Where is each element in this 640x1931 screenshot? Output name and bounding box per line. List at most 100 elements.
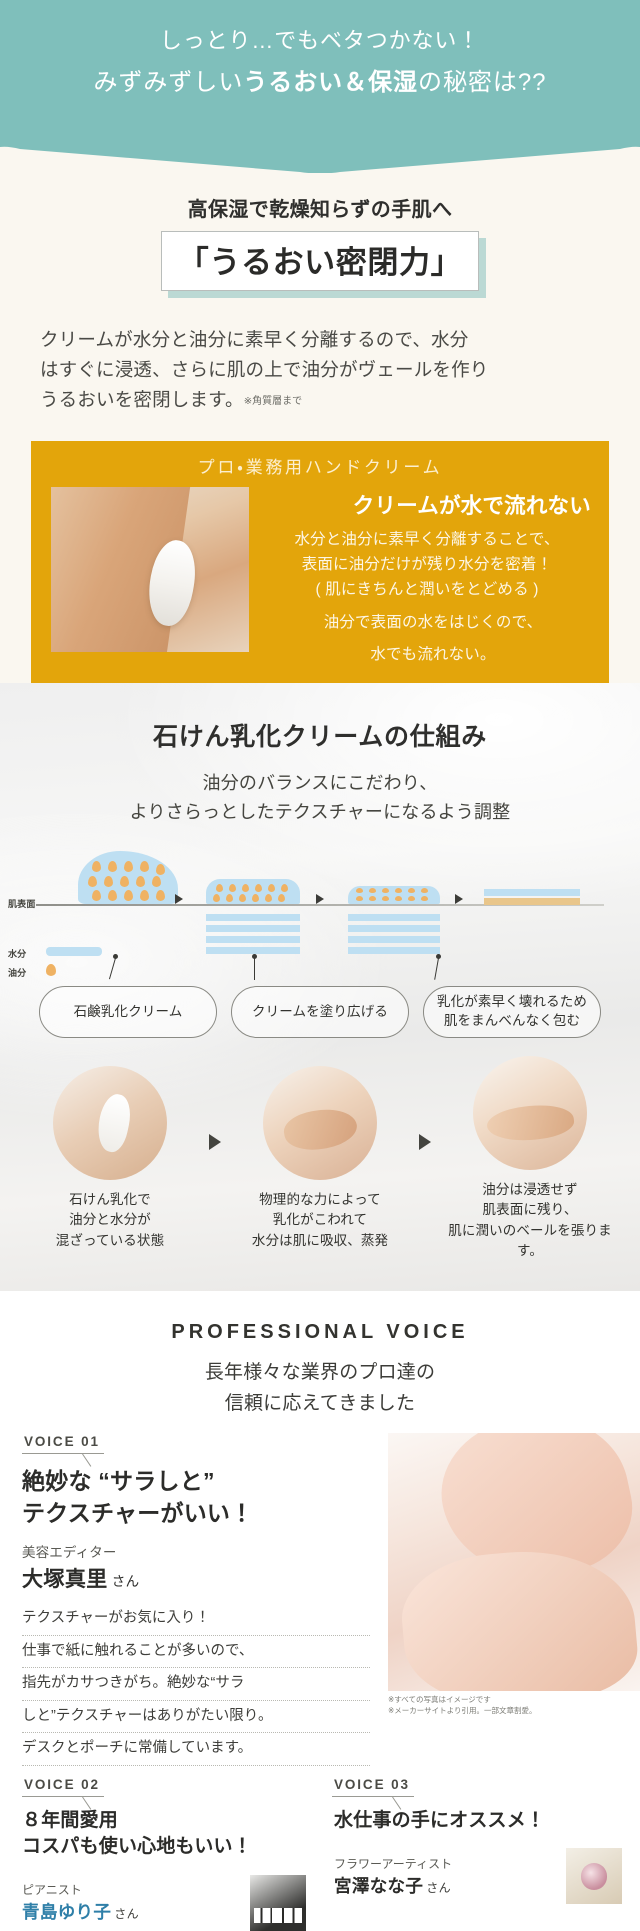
skin-surface-line xyxy=(36,904,604,907)
uruoi-body-line-3: うるおいを密閉します。※角質層まで xyxy=(40,385,600,415)
photo-arrow-1 xyxy=(209,1133,221,1150)
voice-03-block: VOICE 03 水仕事の手にオススメ！ フラワーアーティスト 宮澤なな子さん xyxy=(320,1776,640,1931)
voice-02-name-suffix: さん xyxy=(114,1907,139,1922)
photo-arrow-2 xyxy=(419,1133,431,1150)
voice-02-name-text: 青島ゆり子 xyxy=(22,1902,112,1923)
voice-01-credit-line-2: ※メーカーサイトより引用。一部文章割愛。 xyxy=(388,1706,537,1716)
voice-01-name-suffix: さん xyxy=(111,1574,140,1590)
mechanism-section: 石けん乳化クリームの仕組み 油分のバランスにこだわり、 よりさらっとしたテクスチ… xyxy=(0,683,640,1291)
voice-02-meta: ピアニスト 青島ゆり子さん xyxy=(22,1874,306,1931)
voice-01-body-line-3: 指先がカサつきがち。絶妙な“サラ xyxy=(22,1668,370,1701)
voice-01-body-line-5: デスクとポーチに常備しています。 xyxy=(22,1733,370,1766)
voice-01-text: VOICE 01 絶妙な “サラしと” テクスチャーがいい！ 美容エディター 大… xyxy=(22,1433,374,1766)
voice-03-headline: 水仕事の手にオススメ！ xyxy=(334,1808,622,1835)
voice-03-badge-wrap: VOICE 03 xyxy=(332,1776,622,1797)
hero-banner: しっとり…でもベタつかない！ みずみずしいうるおい＆保湿の秘密は?? xyxy=(0,0,640,174)
voice-03-badge-label: VOICE 03 xyxy=(334,1776,410,1792)
connector-line-1 xyxy=(108,958,116,980)
voice-01-photo-hands xyxy=(388,1432,640,1691)
voice-02-thumbnail-piano xyxy=(250,1874,306,1931)
voice-01-badge-rule xyxy=(22,1452,104,1454)
voice-01-name: 大塚真里さん xyxy=(22,1563,370,1593)
connector-dot-3 xyxy=(436,954,441,960)
hero-line-1: しっとり…でもベタつかない！ xyxy=(159,28,481,53)
voice-02-block: VOICE 02 ８年間愛用 コスパも使い心地もいい！ ピアニスト 青島ゆり子さ… xyxy=(0,1776,320,1931)
voice-02-headline-line-2: コスパも使い心地もいい！ xyxy=(22,1836,252,1858)
gold-p5: 水でも流れない。 xyxy=(370,645,496,663)
connector-dot-2 xyxy=(252,954,257,960)
gold-callout: プロ・業務用ハンドクリーム クリームが水で流れない 水分と油分に素早く分離するこ… xyxy=(31,441,609,683)
uruoi-body-line-2: はすぐに浸透、さらに肌の上で油分がヴェールを作り xyxy=(40,359,489,381)
voice-02-badge-rule xyxy=(22,1795,104,1797)
voice-03-meta: フラワーアーティスト 宮澤なな子さん xyxy=(334,1848,622,1905)
legend-oil-swatch xyxy=(46,964,56,977)
voice-01-headline-line-1: 絶妙な “サラしと” xyxy=(22,1467,215,1494)
voice-02-headline-line-1: ８年間愛用 xyxy=(22,1809,118,1831)
gold-p3: ( 肌にきちんと潤いをとどめる ) xyxy=(315,581,539,599)
label-oil: 油分 xyxy=(8,968,27,979)
mechanism-caption-3: 油分は浸透せず 肌表面に残り、 肌に潤いのベールを張ります。 xyxy=(448,1182,612,1258)
uruoi-body-note: ※角質層まで xyxy=(243,396,303,408)
photo-moisturized-hands xyxy=(473,1056,587,1171)
label-water: 水分 xyxy=(8,949,27,960)
hero-notch xyxy=(0,127,640,174)
gold-p1: 水分と油分に素早く分離することで、 xyxy=(294,531,560,549)
voice-01-media: ※すべての写真はイメージです ※メーカーサイトより引用。一部文章割愛。 xyxy=(388,1432,640,1766)
hero-line-2: みずみずしいうるおい＆保湿の秘密は?? xyxy=(20,64,620,101)
voice-02-badge-tick xyxy=(82,1797,98,1809)
connector-line-3 xyxy=(434,958,439,981)
voice-sub-2: 信頼に応えてきました xyxy=(224,1392,416,1414)
diagram-arrow-1 xyxy=(175,894,183,905)
pill-step-3: 乳化が素早く壊れるため 肌をまんべんなく包む xyxy=(423,986,601,1039)
mechanism-photo-col-3: 油分は浸透せず 肌表面に残り、 肌に潤いのベールを張ります。 xyxy=(441,1056,619,1261)
voice-03-name-text: 宮澤なな子 xyxy=(334,1875,424,1896)
stage4-water-layer xyxy=(484,889,580,897)
photo-rubbing-hands xyxy=(263,1066,377,1181)
voice-01-body-line-4: しと”テクスチャーはありがたい限り。 xyxy=(22,1701,370,1734)
mechanism-sub-2: よりさらっとしたテクスチャーになるよう調整 xyxy=(129,801,511,822)
hero-line-2-bold: うるおい＆保湿 xyxy=(243,69,419,97)
voice-03-meta-text: フラワーアーティスト 宮澤なな子さん xyxy=(334,1855,558,1898)
voice-02-name: 青島ゆり子さん xyxy=(22,1899,242,1924)
pill-step-1: 石鹸乳化クリーム xyxy=(39,986,217,1039)
voice-02-badge-label: VOICE 02 xyxy=(24,1776,100,1792)
mechanism-sub-1: 油分のバランスにこだわり、 xyxy=(202,772,438,793)
diagram-arrow-3 xyxy=(455,894,463,905)
gold-p2: 表面に油分だけが残り水分を密着！ xyxy=(301,556,553,574)
uruoi-body: クリームが水分と油分に素早く分離するので、水分 はすぐに浸透、さらに肌の上で油分… xyxy=(40,325,600,415)
voice-03-headline-line-1: 水仕事の手にオススメ！ xyxy=(334,1809,546,1831)
hero-line-2-a: みずみずしい xyxy=(93,69,244,97)
voice-bottom-row: VOICE 02 ８年間愛用 コスパも使い心地もいい！ ピアニスト 青島ゆり子さ… xyxy=(0,1776,640,1931)
uruoi-title-box-wrap: 「うるおい密閉力」 xyxy=(160,231,487,299)
gold-headline: クリームが水で流れない xyxy=(352,494,591,519)
voice-02-headline: ８年間愛用 コスパも使い心地もいい！ xyxy=(22,1808,306,1861)
voice-03-badge-tick xyxy=(392,1797,408,1809)
gold-kicker: プロ・業務用ハンドクリーム xyxy=(197,458,443,478)
uruoi-body-line-3-text: うるおいを密閉します。 xyxy=(40,389,244,411)
voice-01-credit-line-1: ※すべての写真はイメージです xyxy=(388,1694,491,1704)
pill-step-2: クリームを塗り広げる xyxy=(231,986,409,1039)
emulsion-diagram: 肌表面 水分 油分 xyxy=(0,848,640,981)
mechanism-pills: 石鹸乳化クリーム クリームを塗り広げる 乳化が素早く壊れるため 肌をまんべんなく… xyxy=(0,986,640,1039)
voice-03-role: フラワーアーティスト xyxy=(334,1856,453,1871)
voice-01-badge-label: VOICE 01 xyxy=(24,1433,100,1449)
connector-dot-1 xyxy=(113,954,118,960)
photo-cream-on-finger xyxy=(53,1066,167,1181)
voice-01-body: テクスチャーがお気に入り！ 仕事で紙に触れることが多いので、 指先がカサつきがち… xyxy=(22,1603,370,1766)
uruoi-section: 高保湿で乾燥知らずの手肌へ 「うるおい密閉力」 クリームが水分と油分に素早く分離… xyxy=(0,127,640,683)
voice-03-badge-rule xyxy=(332,1795,414,1797)
voice-03-name-suffix: さん xyxy=(426,1880,451,1895)
voice-01-block: VOICE 01 絶妙な “サラしと” テクスチャーがいい！ 美容エディター 大… xyxy=(0,1432,640,1766)
voice-03-name: 宮澤なな子さん xyxy=(334,1873,558,1898)
voice-01-badge-tick xyxy=(82,1454,98,1466)
professional-voice-section: PROFESSIONAL VOICE 長年様々な業界のプロ達の 信頼に応えてきま… xyxy=(0,1291,640,1931)
gold-photo-hand-cream xyxy=(51,487,249,653)
voice-01-name-text: 大塚真里 xyxy=(22,1568,108,1592)
voice-01-headline-line-2: テクスチャーがいい！ xyxy=(22,1499,254,1526)
voice-01-body-line-2: 仕事で紙に触れることが多いので、 xyxy=(22,1636,370,1669)
mechanism-caption-2: 物理的な力によって 乳化がこわれて 水分は肌に吸収、蒸発 xyxy=(251,1192,389,1248)
gold-p4: 油分で表面の水をはじくので、 xyxy=(323,613,543,631)
uruoi-kicker: 高保湿で乾燥知らずの手肌へ xyxy=(187,199,453,222)
voice-03-thumbnail-flower xyxy=(566,1848,622,1905)
